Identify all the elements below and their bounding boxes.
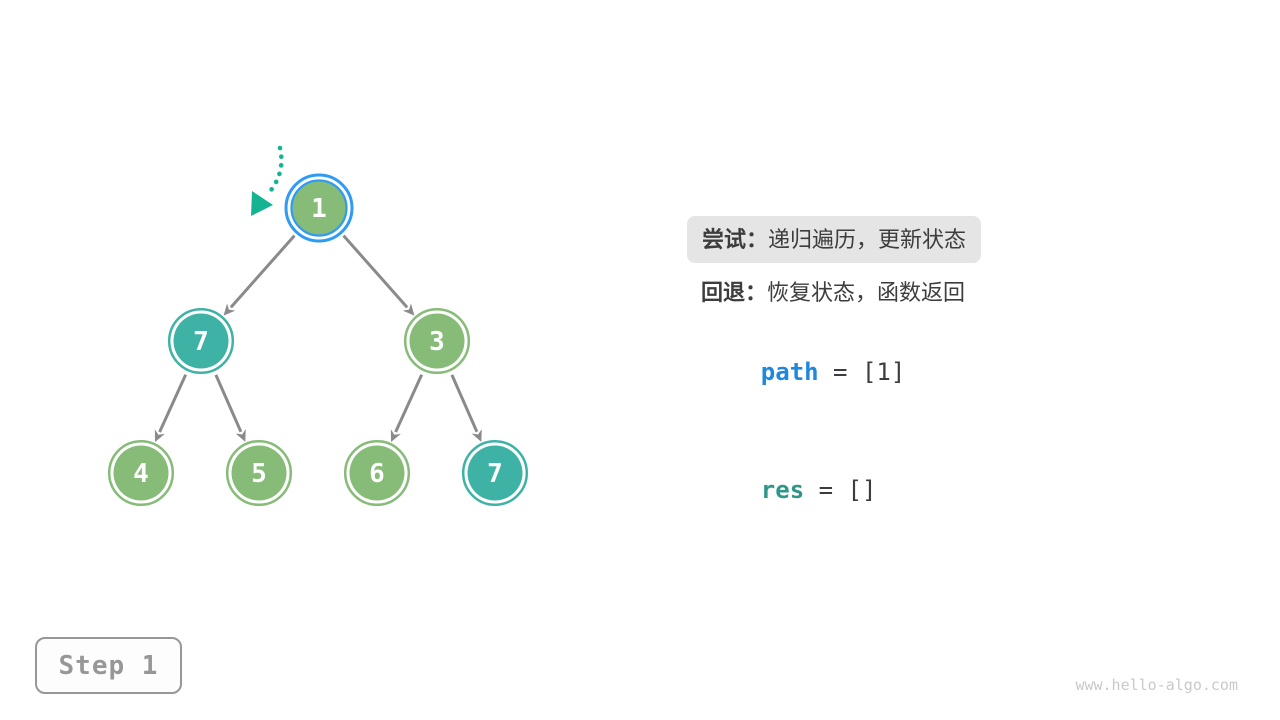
pointer-arrowhead-icon — [251, 191, 273, 216]
try-callout: 尝试：递归遍历，更新状态 — [687, 216, 982, 263]
node-ring — [461, 439, 529, 507]
node-circle — [467, 445, 523, 501]
back-label: 回退： — [701, 280, 768, 305]
tree-edge-n1-n3 — [342, 234, 415, 316]
node-ring — [403, 307, 471, 375]
node-ring — [225, 439, 293, 507]
tree-edge-n3-n6 — [390, 374, 424, 443]
node-ring — [107, 439, 175, 507]
node-ring — [343, 439, 411, 507]
tree-node-label: 3 — [429, 327, 445, 357]
node-circle — [409, 313, 465, 369]
node-circle — [290, 179, 348, 237]
path-value: = [1] — [818, 358, 906, 386]
tree-edge-n7-n5 — [214, 374, 246, 442]
tree-node-1: 1 — [284, 173, 354, 243]
tree-node-label: 5 — [251, 459, 267, 489]
res-state-line: res = [] — [703, 448, 877, 532]
tree-edge-n3-n7b — [450, 374, 482, 442]
tree-edge-n7-n4 — [154, 374, 188, 443]
step-badge-label: Step 1 — [58, 650, 159, 681]
node-circle — [113, 445, 169, 501]
back-text: 恢复状态，函数返回 — [767, 280, 966, 305]
tree-node-label: 4 — [133, 459, 149, 489]
node-circle — [349, 445, 405, 501]
tree-edges — [154, 234, 482, 443]
tree-nodes: 1 7 3 4 5 6 7 — [107, 173, 529, 507]
tree-node-label: 7 — [193, 327, 209, 357]
path-variable: path — [760, 358, 819, 386]
path-state-line: path = [1] — [703, 330, 906, 414]
pointer-dotted-path — [264, 145, 284, 198]
step-badge: Step 1 — [35, 637, 182, 694]
watermark: www.hello-algo.com — [1075, 676, 1238, 694]
node-circle — [173, 313, 229, 369]
tree-edge-n1-n7 — [223, 234, 296, 316]
res-value: = [] — [804, 476, 877, 504]
node-ring — [167, 307, 235, 375]
tree-node-7: 7 — [167, 307, 235, 375]
node-circle — [231, 445, 287, 501]
tree-node-label: 1 — [311, 194, 327, 224]
try-label: 尝试： — [702, 227, 769, 252]
tree-node-5: 5 — [225, 439, 293, 507]
tree-node-3: 3 — [403, 307, 471, 375]
tree-node-label: 7 — [487, 459, 503, 489]
current-node-outer-ring — [284, 173, 354, 243]
tree-node-4: 4 — [107, 439, 175, 507]
traversal-pointer — [251, 145, 284, 216]
tree-node-7: 7 — [461, 439, 529, 507]
tree-node-6: 6 — [343, 439, 411, 507]
try-text: 递归遍历，更新状态 — [768, 227, 967, 252]
back-line: 回退：恢复状态，函数返回 — [701, 280, 965, 305]
tree-node-label: 6 — [369, 459, 385, 489]
res-variable: res — [760, 476, 805, 504]
